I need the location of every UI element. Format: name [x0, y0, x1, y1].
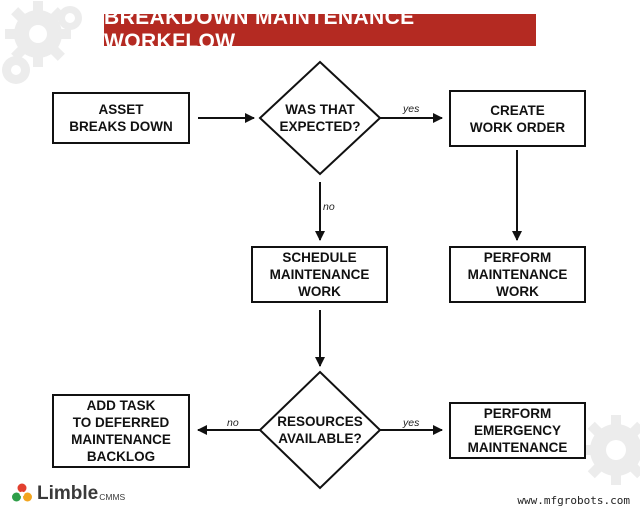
edge-label-resources-no: no — [227, 417, 239, 429]
logo-wordmark: Limble — [37, 483, 99, 504]
node-was-that-expected-label: WAS THAT EXPECTED? — [279, 102, 361, 134]
decision-diamond-expected — [258, 60, 382, 176]
node-resources-available-label: RESOURCES AVAILABLE? — [277, 414, 363, 446]
node-was-that-expected: WAS THAT EXPECTED? — [262, 96, 378, 140]
node-create-work-order-label: CREATE WORK ORDER — [469, 102, 566, 135]
node-add-deferred-backlog: ADD TASK TO DEFERRED MAINTENANCE BACKLOG — [52, 394, 190, 468]
gear-decoration-bottom-right — [581, 415, 640, 485]
node-add-deferred-backlog-label: ADD TASK TO DEFERRED MAINTENANCE BACKLOG — [71, 398, 171, 464]
edge-label-expected-no: no — [323, 201, 335, 213]
node-perform-emergency-maintenance-label: PERFORM EMERGENCY MAINTENANCE — [467, 406, 568, 455]
source-watermark: www.mfgrobots.com — [517, 494, 630, 507]
gear-decoration-top-left — [2, 1, 82, 84]
node-perform-emergency-maintenance: PERFORM EMERGENCY MAINTENANCE — [449, 402, 586, 459]
decision-diamond-resources — [258, 370, 382, 490]
node-schedule-maintenance-work: SCHEDULE MAINTENANCE WORK — [251, 246, 388, 303]
node-create-work-order: CREATE WORK ORDER — [449, 90, 586, 147]
node-resources-available: RESOURCES AVAILABLE? — [262, 408, 378, 452]
node-asset-breaks-down-label: ASSET BREAKS DOWN — [69, 102, 173, 134]
edge-label-resources-yes: yes — [403, 417, 420, 429]
node-asset-breaks-down: ASSET BREAKS DOWN — [52, 92, 190, 144]
logo-suffix: CMMS — [99, 492, 126, 502]
node-perform-maintenance-work-label: PERFORM MAINTENANCE WORK — [467, 250, 568, 299]
limble-logo-icon — [12, 483, 32, 502]
node-perform-maintenance-work: PERFORM MAINTENANCE WORK — [449, 246, 586, 303]
edge-label-expected-yes: yes — [403, 103, 420, 115]
node-schedule-maintenance-work-label: SCHEDULE MAINTENANCE WORK — [269, 250, 370, 299]
limble-logo: Limble CMMS — [10, 482, 125, 506]
